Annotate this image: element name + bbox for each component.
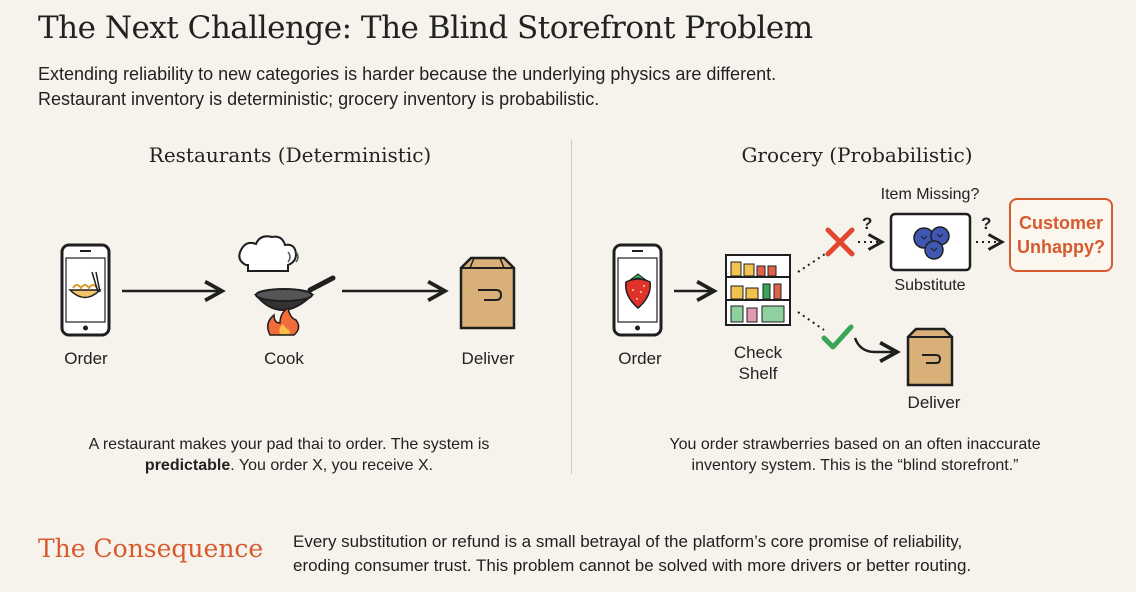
subtitle-line-2: Restaurant inventory is deterministic; g…	[38, 89, 600, 109]
restaurants-caption-line-1: A restaurant makes your pad thai to orde…	[88, 436, 490, 453]
subtitle-line-1: Extending reliability to new categories …	[38, 64, 777, 84]
restaurants-caption-line-2: predictable. You order X, you receive X.	[89, 455, 490, 476]
check-shelf-label: Check Shelf	[734, 342, 782, 384]
dotted-path-available	[797, 311, 825, 331]
restaurants-caption-line-2-rest: . You order X, you receive X.	[230, 457, 434, 474]
arrow-to-grocery-deliver	[853, 337, 897, 352]
shelf-icon	[725, 254, 791, 326]
step-order-label: Order	[64, 349, 108, 368]
customer-line-2: Unhappy?	[1017, 237, 1105, 257]
consequence-title: The Consequence	[38, 534, 264, 563]
customer-unhappy-box: Customer Unhappy?	[1009, 198, 1113, 272]
item-missing-label: Item Missing?	[880, 186, 980, 203]
question-mark-1: ?	[862, 214, 873, 233]
consequence-line-1: Every substitution or refund is a small …	[293, 532, 963, 551]
grocery-paper-bag-icon	[906, 327, 954, 387]
grocery-deliver-label: Deliver	[907, 393, 961, 412]
check-shelf-line-2: Shelf	[738, 364, 778, 383]
dotted-path-missing	[797, 251, 829, 273]
predictable-emphasis: predictable	[144, 457, 231, 474]
page-title: The Next Challenge: The Blind Storefront…	[38, 10, 813, 46]
consequence-text: Every substitution or refund is a small …	[293, 530, 971, 578]
subtitle: Extending reliability to new categories …	[38, 62, 776, 112]
customer-line-1: Customer	[1018, 213, 1103, 233]
step-cook-label: Cook	[264, 349, 304, 368]
restaurants-panel-title: Restaurants (Deterministic)	[148, 143, 432, 167]
grocery-caption: You order strawberries based on an often…	[669, 434, 1040, 476]
question-mark-2: ?	[981, 214, 992, 233]
substitute-label: Substitute	[894, 277, 966, 294]
chef-wok-icon	[238, 235, 336, 336]
red-x-icon	[825, 227, 855, 257]
panel-divider	[571, 140, 572, 474]
grocery-caption-line-1: You order strawberries based on an often…	[669, 436, 1041, 453]
grocery-panel-title: Grocery (Probabilistic)	[741, 143, 973, 167]
grocery-order-label: Order	[618, 349, 662, 368]
phone-strawberry-icon	[612, 243, 663, 337]
paper-bag-icon	[459, 256, 516, 330]
check-shelf-line-1: Check	[733, 343, 783, 362]
grocery-caption-line-2: inventory system. This is the “blind sto…	[691, 457, 1019, 474]
blueberries-icon	[889, 212, 972, 272]
restaurants-caption: A restaurant makes your pad thai to orde…	[89, 434, 490, 476]
green-check-icon	[821, 324, 854, 350]
phone-noodles-icon	[60, 243, 111, 337]
step-deliver-label: Deliver	[461, 349, 515, 368]
consequence-line-2: eroding consumer trust. This problem can…	[293, 556, 972, 575]
